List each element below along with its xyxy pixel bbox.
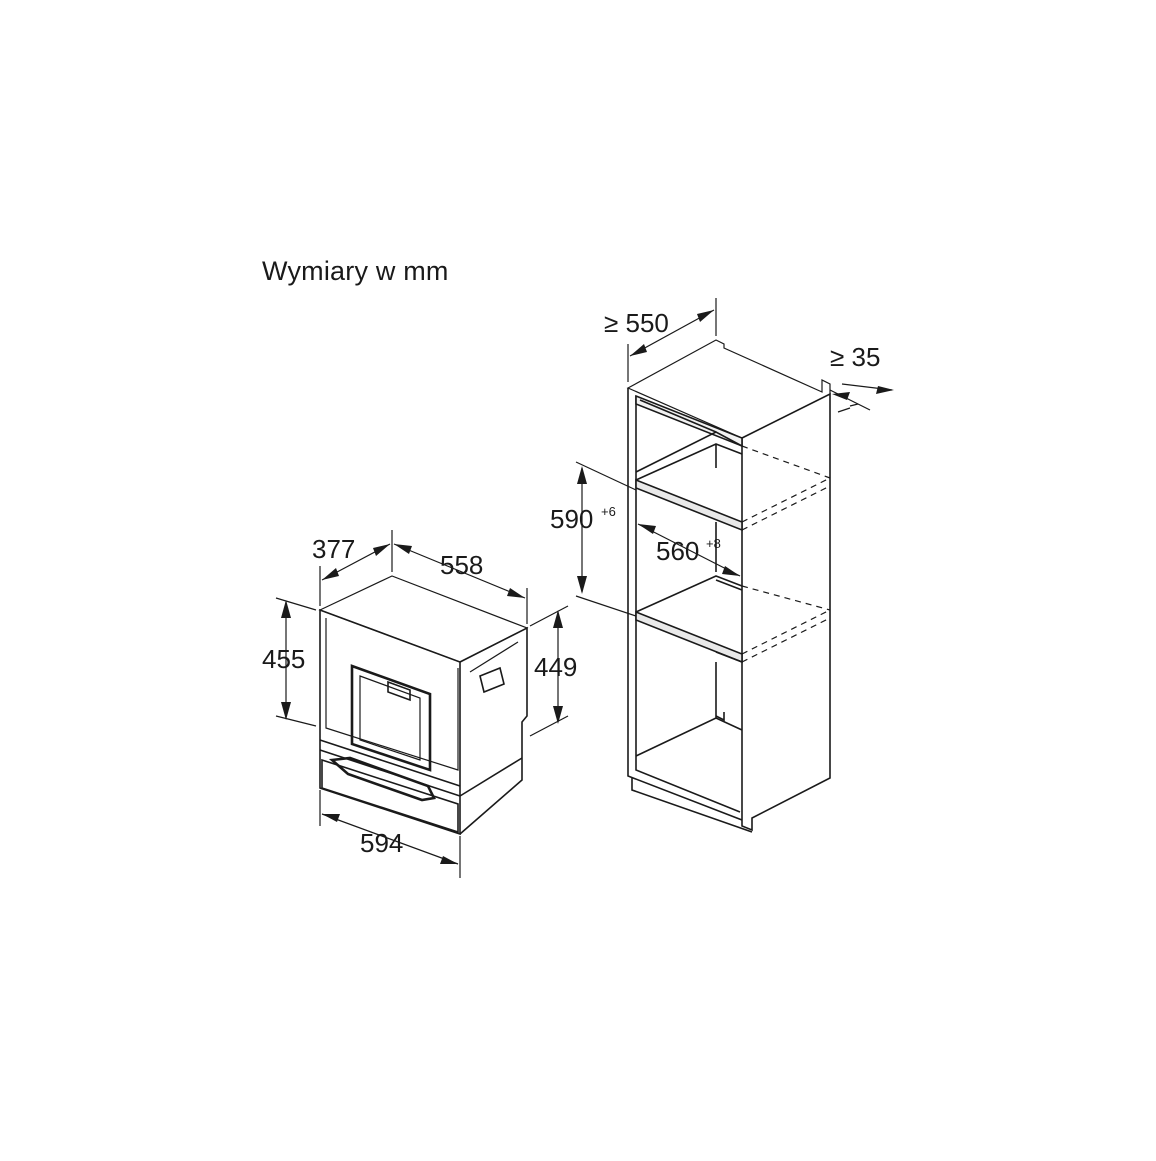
dispenser-spout xyxy=(387,680,411,702)
dim-min-550: ≥ 550 xyxy=(604,308,669,338)
appliance-dimensions xyxy=(275,530,569,878)
cabinet-front-outer xyxy=(627,388,743,821)
drawer-front xyxy=(321,758,459,834)
dim-560-tolerance: +8 xyxy=(706,536,721,551)
cabinet-side xyxy=(741,392,831,832)
appliance-front-inner xyxy=(325,618,459,771)
diagram-title: Wymiary w mm xyxy=(262,256,449,286)
dim-449: 449 xyxy=(534,652,577,682)
dim-377: 377 xyxy=(312,534,355,564)
dim-455: 455 xyxy=(262,644,305,674)
dispenser-niche xyxy=(350,664,432,772)
cabinet-shelf-upper xyxy=(635,478,743,532)
cabinet-drawing xyxy=(626,339,831,833)
cabinet-plinth xyxy=(631,778,753,833)
dim-590-tolerance: +6 xyxy=(601,504,616,519)
appliance-drawing xyxy=(318,575,529,836)
cabinet-top-face xyxy=(626,339,831,439)
dim-560: 560 xyxy=(656,536,699,566)
dim-558: 558 xyxy=(440,550,483,580)
drawer-handle xyxy=(328,756,436,802)
appliance-front xyxy=(319,608,461,836)
cabinet-dimensions xyxy=(575,298,894,617)
dim-594: 594 xyxy=(360,828,403,858)
cabinet-shelf-lower xyxy=(635,610,743,664)
dim-min-35: ≥ 35 xyxy=(830,342,880,372)
appliance-side xyxy=(459,626,528,835)
side-handle-slot xyxy=(479,666,505,694)
dim-590: 590 xyxy=(550,504,593,534)
